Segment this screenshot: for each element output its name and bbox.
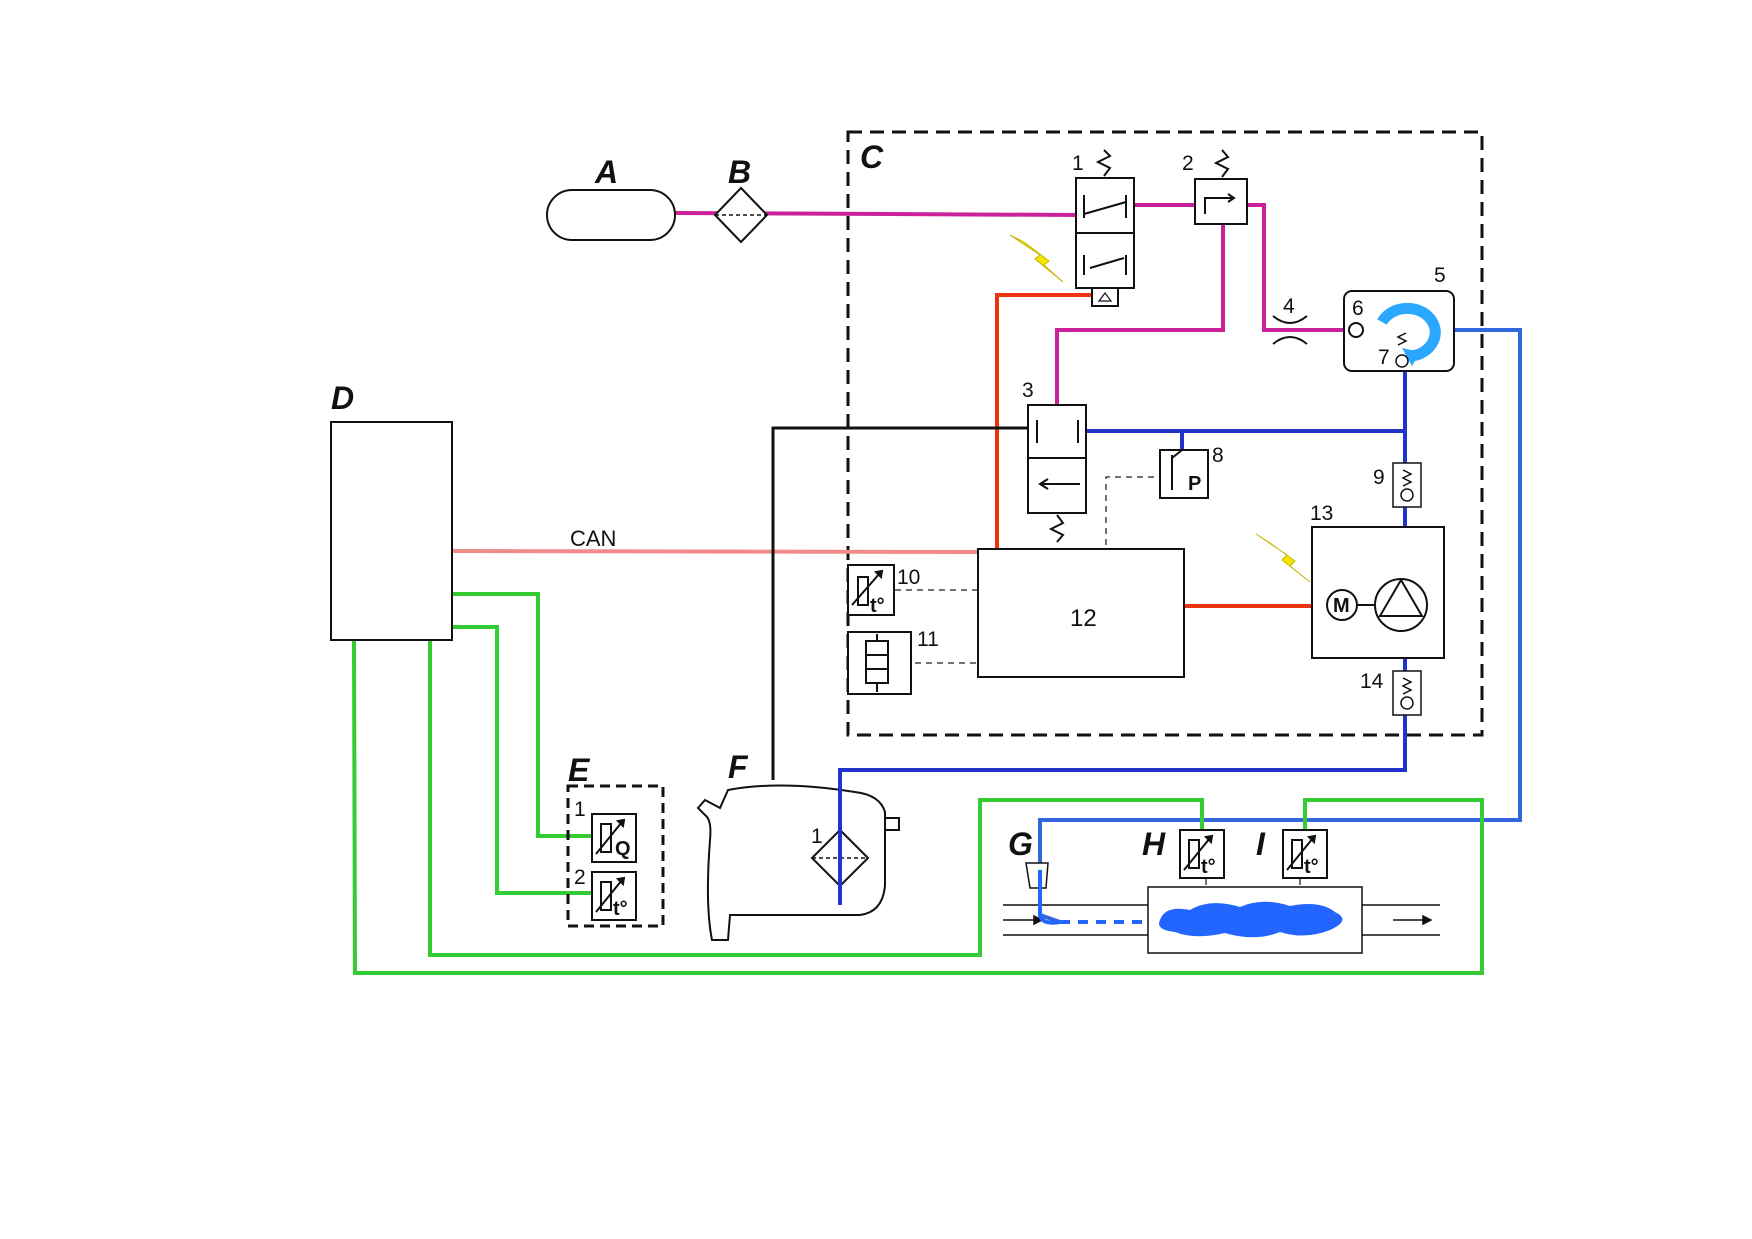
spray-cloud <box>1159 901 1343 938</box>
filter-icon <box>713 186 769 244</box>
reagent-tank-f <box>696 784 900 941</box>
power-lines <box>995 293 1312 608</box>
temp-symbol-10: t° <box>870 595 885 617</box>
label-i: I <box>1256 826 1266 862</box>
air-lines <box>674 203 1360 405</box>
module-c-boundary <box>846 130 1484 737</box>
throttle-4 <box>1272 315 1308 345</box>
check-valve-14 <box>1392 670 1422 716</box>
label-1: 1 <box>1072 152 1084 175</box>
can-bus-line <box>450 549 979 554</box>
label-14: 14 <box>1360 670 1384 693</box>
can-label: CAN <box>570 526 616 551</box>
flow-sensor-e1 <box>591 813 637 863</box>
signal-lines <box>895 476 1301 950</box>
label-f1: 1 <box>811 825 823 848</box>
label-e: E <box>568 752 591 788</box>
temp-symbol-i: t° <box>1304 856 1319 878</box>
label-a: A <box>594 154 618 190</box>
label-7: 7 <box>1378 346 1390 369</box>
sensor-box-e <box>566 784 665 928</box>
temp-symbol-h: t° <box>1201 856 1216 878</box>
label-e2: 2 <box>574 866 586 889</box>
lightning-icon <box>1255 533 1311 583</box>
flow-symbol: Q <box>615 838 631 860</box>
control-unit-12 <box>977 548 1185 678</box>
motor-symbol: M <box>1333 595 1350 617</box>
label-g: G <box>1008 826 1033 862</box>
lightning-icon <box>1009 234 1064 283</box>
temp-sensor-i <box>1282 829 1328 879</box>
pressure-valve-2 <box>1194 149 1248 225</box>
label-h: H <box>1142 826 1166 862</box>
label-8: 8 <box>1212 444 1224 467</box>
label-b: B <box>728 154 751 190</box>
heater-11 <box>847 631 912 695</box>
label-12: 12 <box>1070 605 1097 632</box>
label-5: 5 <box>1434 264 1446 287</box>
check-valve-9 <box>1392 462 1422 508</box>
label-4: 4 <box>1283 295 1295 318</box>
sensor-lines <box>352 592 1484 975</box>
label-d: D <box>331 380 354 416</box>
temp-sensor-e2 <box>591 871 637 921</box>
label-f: F <box>728 749 749 785</box>
temp-symbol-e2: t° <box>613 898 628 920</box>
label-3: 3 <box>1022 379 1034 402</box>
label-2: 2 <box>1182 152 1194 175</box>
solenoid-valve-1 <box>1075 149 1135 307</box>
label-11: 11 <box>917 628 939 651</box>
pressure-symbol: P <box>1188 473 1201 495</box>
valve-3 <box>1027 404 1087 543</box>
temp-sensor-h <box>1179 829 1225 879</box>
pump-motor-icon <box>1326 578 1428 632</box>
ecu-d <box>330 421 453 641</box>
control-line <box>771 426 1028 780</box>
injector-spray <box>1038 870 1061 925</box>
label-10: 10 <box>897 566 920 589</box>
swirl-icon <box>1377 302 1441 362</box>
label-e1: 1 <box>574 798 586 821</box>
pressure-switch-8 <box>1159 449 1209 499</box>
tank-icon <box>546 189 676 241</box>
label-13: 13 <box>1310 502 1333 525</box>
check-valve-icon <box>1395 332 1409 368</box>
label-9: 9 <box>1373 466 1385 489</box>
label-6: 6 <box>1352 297 1364 320</box>
temp-sensor-10 <box>847 564 895 616</box>
label-c: C <box>860 139 884 175</box>
